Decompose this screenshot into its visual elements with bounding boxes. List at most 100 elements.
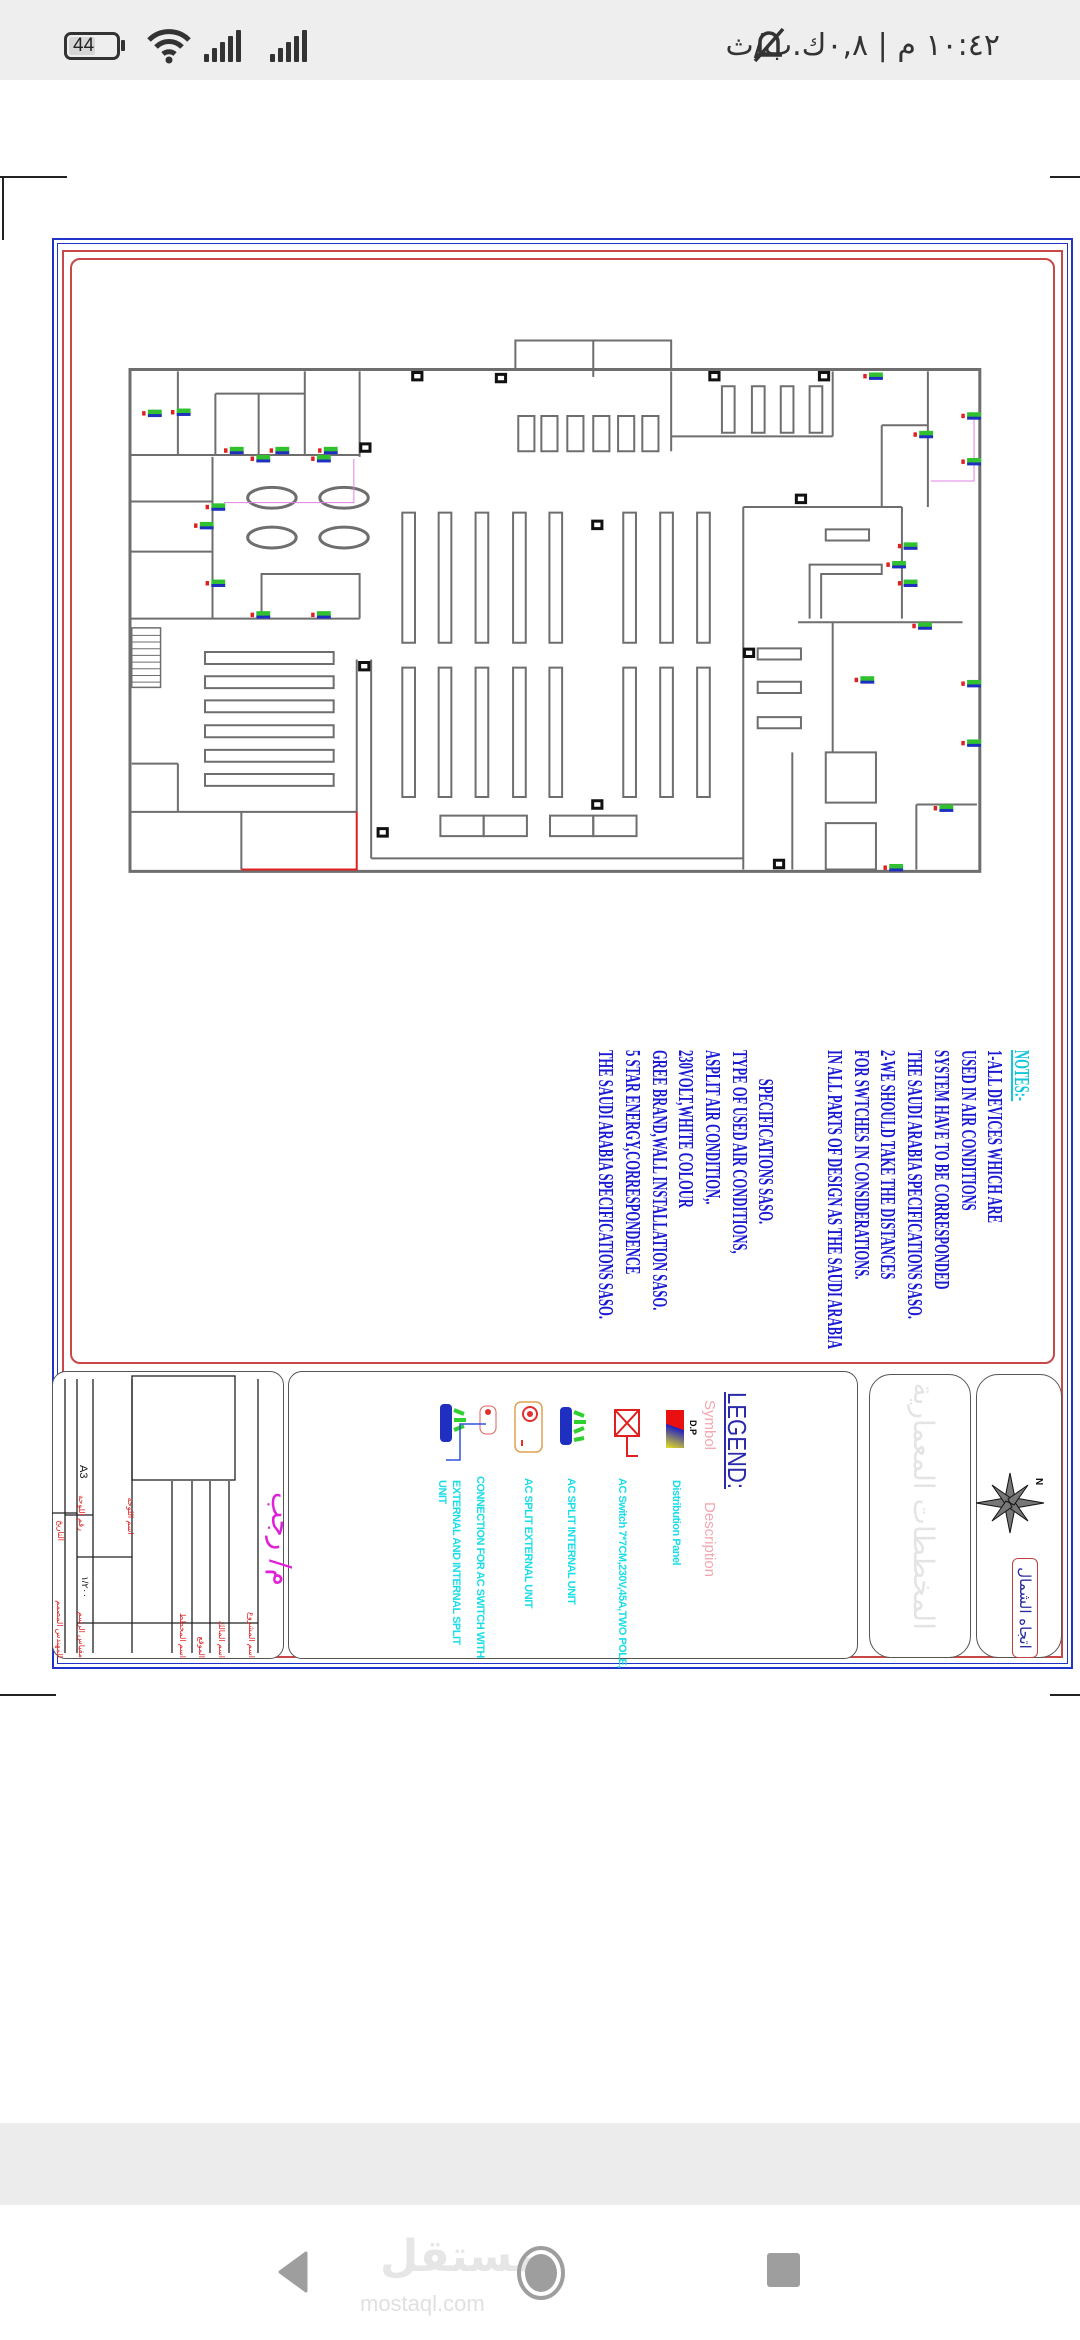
ac-split-internal-icon [560,1407,586,1445]
ac-indoor-unit-icon [860,680,875,684]
title-block-label: اسم المخطط [178,1612,187,1658]
title-block-label: المهندس المصمم [55,1600,64,1658]
rack [752,386,765,432]
ac-switch-icon [863,373,867,379]
sheet-border-outer-inner [57,243,1068,1664]
ac-indoor-unit-icon [256,611,271,618]
legend-description: Distribution Panel [670,1480,682,1566]
ac-indoor-unit-icon [147,414,162,418]
crop-mark [0,1694,56,1696]
title-block-label: رقم اللوحة [77,1495,86,1531]
ac-indoor-unit-icon [176,412,191,416]
sheet-border-outer [52,238,1073,1669]
ac-indoor-unit-icon [147,409,162,416]
north-arrow-icon: N [976,1472,1045,1534]
wall-red [241,812,356,870]
note-line: FOR SWTCHES IN CONSIDERATIONS. [849,1050,874,1280]
switch-box-icon [378,829,387,836]
counter [810,565,882,619]
ac-indoor-unit-icon [918,622,932,629]
fixture-unit [618,416,634,451]
ac-switch-icon [224,448,228,453]
ac-indoor-unit-icon [256,459,271,463]
connection-icon [440,1404,497,1461]
drawings-title: المخططات المعمارية [907,1382,940,1630]
ac-switch-icon [961,413,965,419]
title-block-grid [52,1375,259,1653]
ac-indoor-unit-icon [967,462,981,466]
ac-switch-icon [170,410,175,415]
ac-switch-icon [897,543,902,549]
signature: م/ رجب [265,1492,298,1586]
scale-value: ١/٢٠٠ [80,1576,90,1598]
ac-indoor-unit-icon [939,804,954,811]
ac-indoor-unit-icon [256,455,271,461]
title-block-label: التاريخ [56,1520,65,1541]
description-header: Description [701,1502,718,1578]
spec-line: 230VOLT,WHITE COLOUR [674,1050,699,1208]
dp-label: D.P [688,1420,698,1436]
cash-counter [550,816,593,836]
ac-indoor-unit-icon [892,560,906,567]
signal-icon [270,30,310,62]
ac-indoor-unit-icon [889,868,904,872]
ac-indoor-unit-icon [967,412,981,419]
storage-shelf [205,676,334,688]
ac-indoor-unit-icon [316,455,331,461]
legend: LEGEND: Symbol Description D.P Distribut… [400,1380,880,1668]
paper-size: A3 [77,1465,89,1479]
note-line: SYSTEM HAVE TO BE CORRESPONDED [929,1050,954,1290]
ac-switch-icon [311,612,315,618]
ac-indoor-unit-icon [275,451,290,455]
shelf-rack [660,513,673,643]
status-time: ١٠:٤٢ م | ٠,٨ك.ب/ث [725,28,1000,63]
home-button[interactable] [515,2245,567,2301]
ac-switch-icon [205,581,210,586]
ac-pipe [931,418,974,481]
ac-switch-icon [614,1409,640,1457]
ac-switch-icon [886,562,890,567]
ac-indoor-unit-icon [903,542,918,549]
ac-switch-icon [961,459,965,464]
ac-indoor-unit-icon [275,446,290,453]
room [826,752,876,802]
shelf-rack [549,668,562,797]
display-table [248,487,296,508]
fixture-unit [593,416,609,451]
legend-description: AC SPLIT EXTERNAL UNIT [522,1478,534,1608]
separator: | [877,28,888,63]
shelf-rack [402,513,415,643]
note-line: IN ALL PARTS OF DESIGN AS THE SAUDI ARAB… [823,1050,848,1350]
ac-indoor-unit-icon [211,507,226,511]
storage-shelf [205,652,334,664]
rack [826,529,869,540]
ac-split-external-icon [514,1401,543,1453]
ac-indoor-unit-icon [229,446,244,453]
clock: ١٠:٤٢ م [897,28,1000,63]
recents-button[interactable] [767,2253,800,2287]
switch-box-icon [774,860,783,867]
legend-description: CONNECTION FOR AC SWITCH WITH [474,1476,486,1658]
ac-indoor-unit-icon [967,684,981,688]
distribution-panel-icon [666,1410,684,1448]
floor-plan[interactable] [100,310,1000,890]
shelf-rack [549,513,562,643]
title-block-label: مقياس الرسم [77,1611,86,1658]
ac-switch-icon [250,456,255,461]
svg-text:N: N [1033,1478,1044,1485]
network-speed: ٠,٨ك.ب/ث [725,28,869,63]
spec-line: TYPE OF USED AIR CONDITIONS, [727,1050,752,1254]
ac-indoor-unit-icon [199,526,214,530]
note-line: 2-WE SHOULD TAKE THE DISTANCES [876,1050,901,1280]
back-button[interactable] [276,2251,310,2293]
storage-shelf [205,700,334,712]
display-table [320,527,368,548]
ac-switch-icon [142,411,146,416]
title-block-label: اسم المشروع [247,1612,256,1658]
drawing-viewer[interactable] [0,80,1080,2123]
ac-indoor-unit-icon [889,863,904,870]
ac-indoor-unit-icon [323,451,338,455]
drawing-area [70,258,1055,1364]
north-panel [976,1374,1062,1658]
note-line: USED IN AIR CONDITIONS [956,1050,981,1211]
